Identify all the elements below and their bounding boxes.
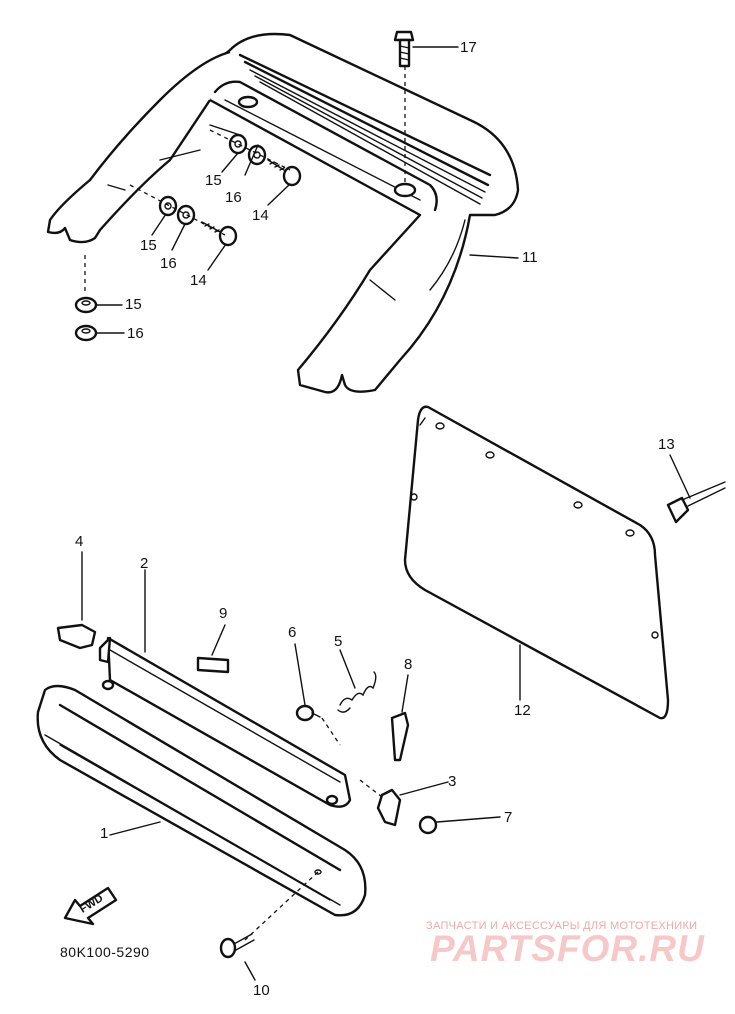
latch-part-3: [359, 779, 449, 827]
callout-15c: 15: [125, 296, 142, 313]
callout-3: 3: [448, 773, 457, 790]
drawing-code: 80K100-5290: [60, 944, 150, 960]
callout-6: 6: [288, 624, 297, 641]
callout-16a: 16: [225, 189, 242, 206]
leader-16a: [244, 144, 259, 176]
callout-17: 17: [460, 39, 477, 56]
callout-13: 13: [658, 436, 675, 453]
callout-14a: 14: [252, 207, 269, 224]
callout-15a: 15: [205, 172, 222, 189]
screw-part-10: [219, 933, 256, 981]
callout-2: 2: [140, 555, 149, 572]
grab-bar-part-11: [46, 32, 520, 394]
leader-11: [469, 254, 519, 259]
callout-9: 9: [219, 605, 228, 622]
leader-14b: [207, 243, 227, 271]
callout-7: 7: [504, 809, 513, 826]
callout-5: 5: [334, 633, 343, 650]
watermark-tagline: ЗАПЧАСТИ И АКСЕССУАРЫ ДЛЯ МОТОТЕХНИКИ: [426, 920, 698, 932]
callout-10: 10: [253, 982, 270, 999]
callout-4: 4: [75, 533, 84, 550]
plate-bracket-part-2: [98, 569, 352, 808]
plate-board-part-12: [403, 405, 670, 720]
screw-part-6: [294, 643, 341, 746]
callout-16c: 16: [127, 325, 144, 342]
fwd-arrow-shape: [63, 886, 118, 926]
label-part-9: [196, 624, 230, 674]
callout-15b: 15: [140, 237, 157, 254]
callout-14b: 14: [190, 272, 207, 289]
pin-part-8: [390, 674, 410, 762]
spring-part-5: [337, 649, 377, 713]
rear-cover-part-1: [36, 684, 367, 941]
leader-15a: [221, 152, 239, 173]
callout-16b: 16: [160, 255, 177, 272]
leader-14a: [267, 183, 291, 206]
watermark-logo: PARTSFOR.RU: [430, 928, 705, 969]
rivet-part-13: [666, 454, 726, 524]
bracket-part-4: [56, 551, 97, 650]
callout-11: 11: [522, 249, 538, 266]
leader-16b: [171, 223, 186, 251]
callout-1: 1: [100, 825, 109, 842]
bolt-part-17: [393, 30, 459, 185]
callout-12: 12: [514, 702, 531, 719]
callout-8: 8: [404, 656, 413, 673]
leader-15b: [151, 213, 167, 236]
fastener-set-upper: [74, 129, 302, 342]
nut-part-7: [418, 815, 501, 835]
